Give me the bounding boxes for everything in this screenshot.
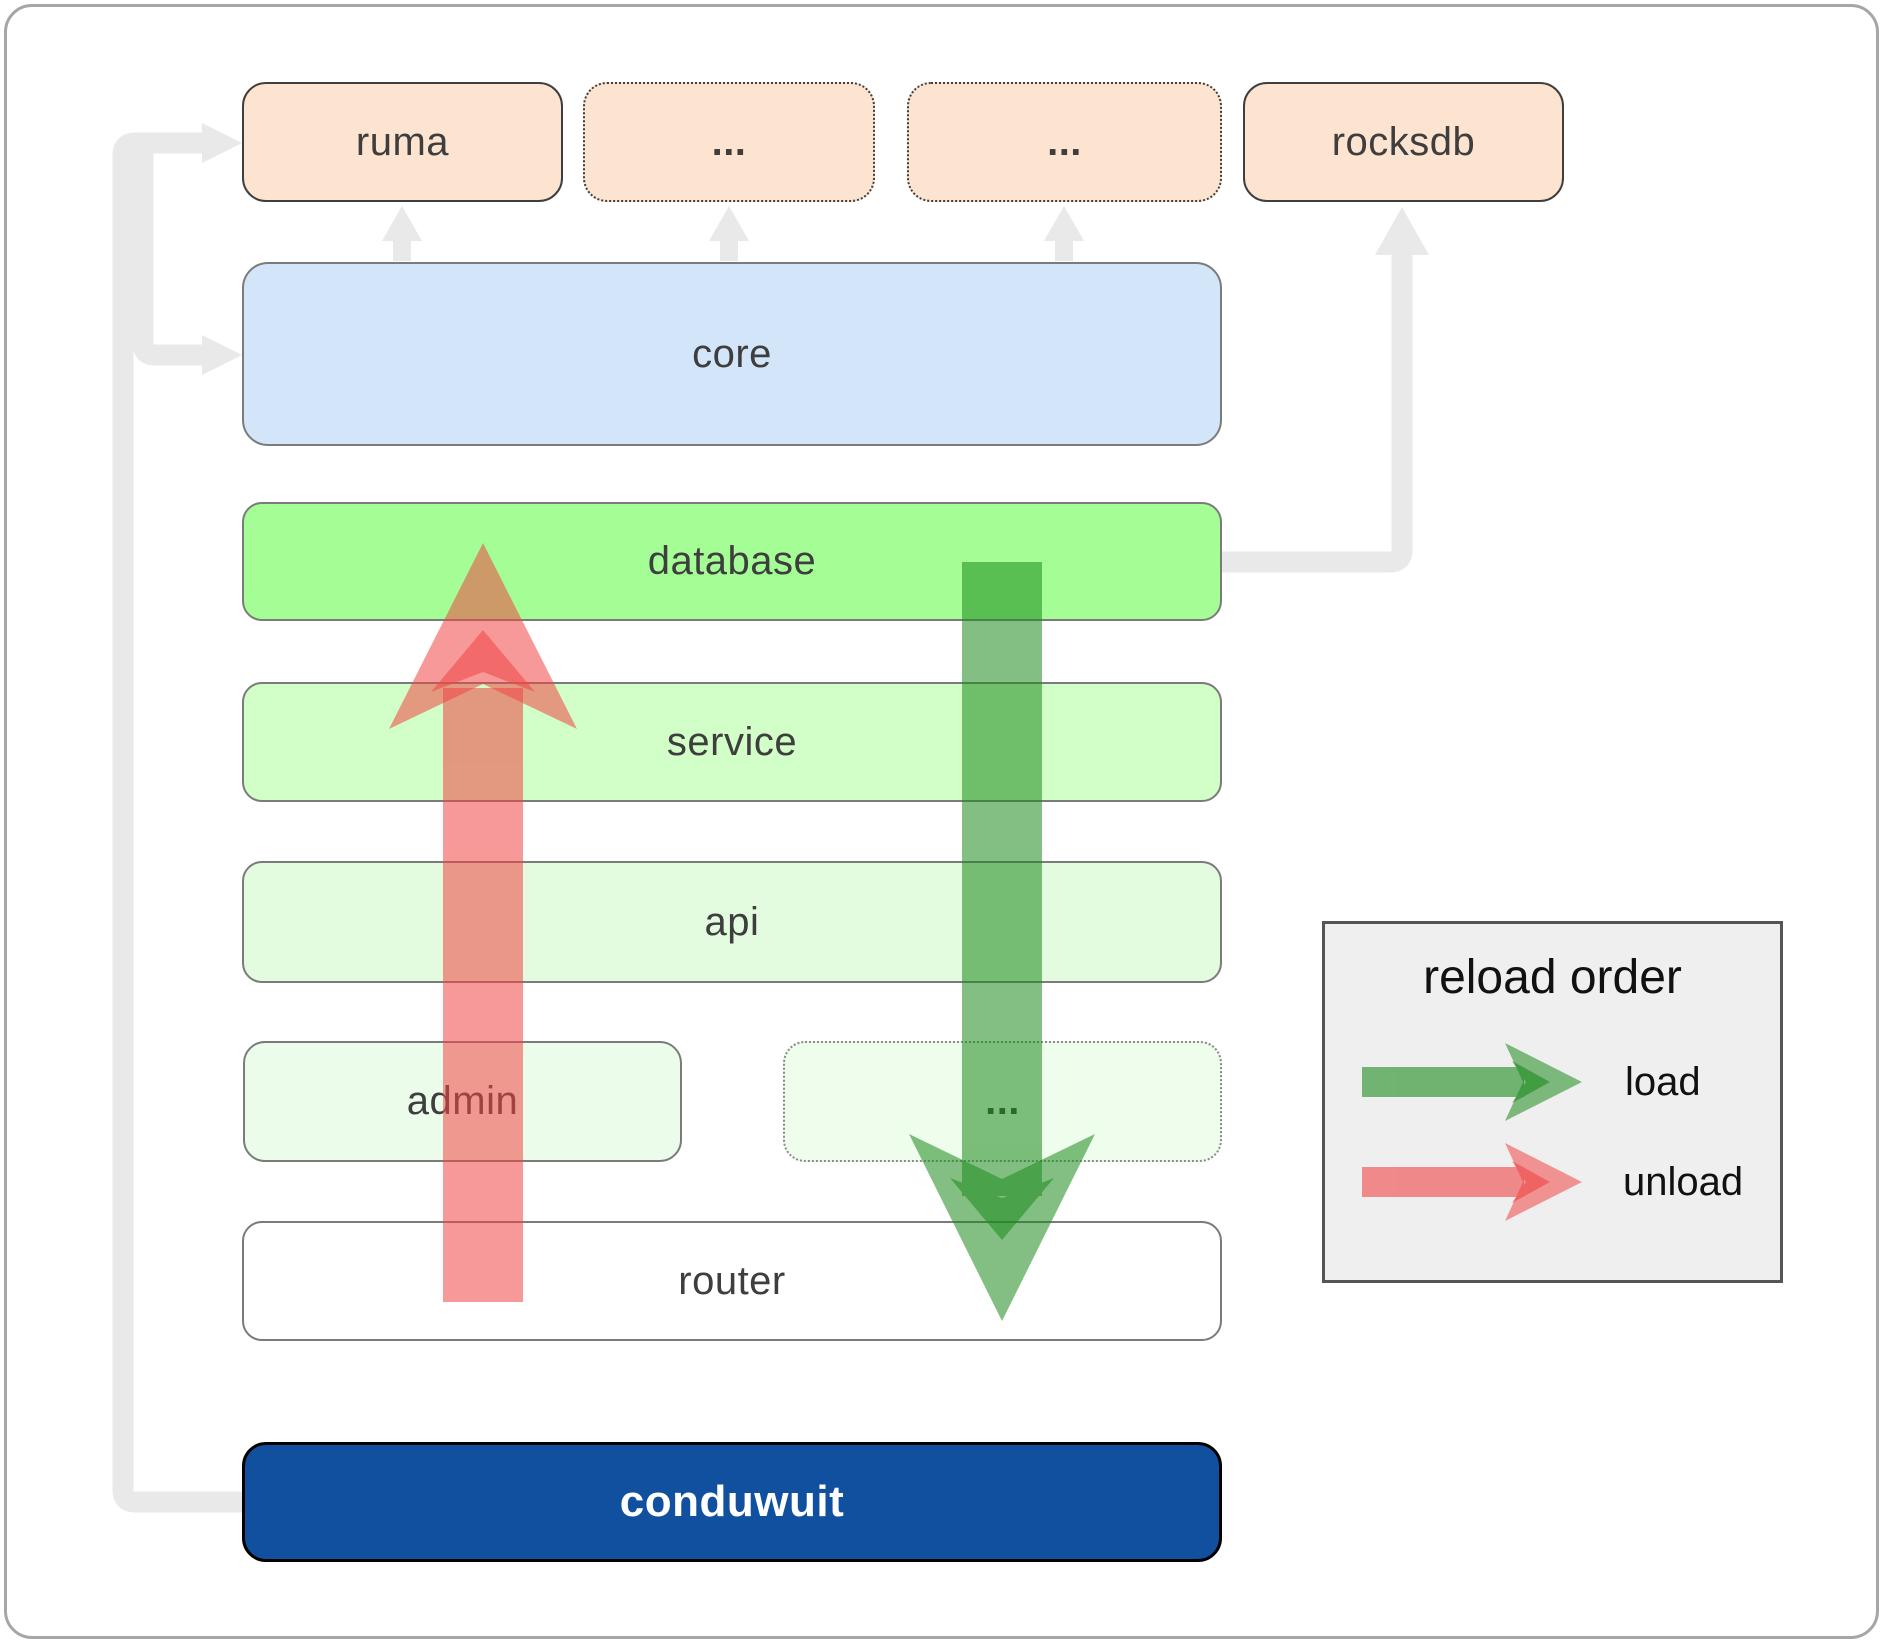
node-service-label: service bbox=[666, 719, 798, 764]
node-core-label: core bbox=[692, 331, 772, 376]
node-ellipsis-crate-2: ... bbox=[907, 82, 1222, 202]
node-conduwuit: conduwuit bbox=[242, 1442, 1222, 1562]
node-ellipsis-1-label: ... bbox=[711, 119, 747, 164]
node-core: core bbox=[242, 262, 1222, 446]
legend-reload-order: reload order bbox=[1322, 921, 1783, 1283]
node-api: api bbox=[242, 861, 1222, 983]
node-router: router bbox=[242, 1221, 1222, 1341]
node-api-label: api bbox=[704, 899, 760, 944]
node-conduwuit-label: conduwuit bbox=[619, 1477, 845, 1526]
legend-title: reload order bbox=[1423, 951, 1682, 1004]
node-router-label: router bbox=[678, 1258, 786, 1303]
node-database-label: database bbox=[647, 539, 817, 583]
node-database: database bbox=[242, 502, 1222, 621]
legend-load-label: load bbox=[1625, 1060, 1701, 1104]
node-ellipsis-crate-1: ... bbox=[583, 82, 875, 202]
node-rocksdb-label: rocksdb bbox=[1331, 119, 1476, 164]
node-rocksdb: rocksdb bbox=[1243, 82, 1564, 202]
diagram-outer-frame bbox=[4, 4, 1879, 1639]
node-admin-label: admin bbox=[406, 1079, 519, 1123]
node-ruma: ruma bbox=[242, 82, 563, 202]
node-ellipsis-2-label: ... bbox=[1047, 119, 1082, 164]
legend-unload-label: unload bbox=[1623, 1160, 1744, 1204]
node-service: service bbox=[242, 682, 1222, 802]
node-admin: admin bbox=[243, 1041, 682, 1162]
node-ellipsis-service-more-label: ... bbox=[985, 1079, 1020, 1123]
node-ellipsis-service-more: ... bbox=[783, 1041, 1222, 1162]
node-ruma-label: ruma bbox=[355, 119, 450, 164]
